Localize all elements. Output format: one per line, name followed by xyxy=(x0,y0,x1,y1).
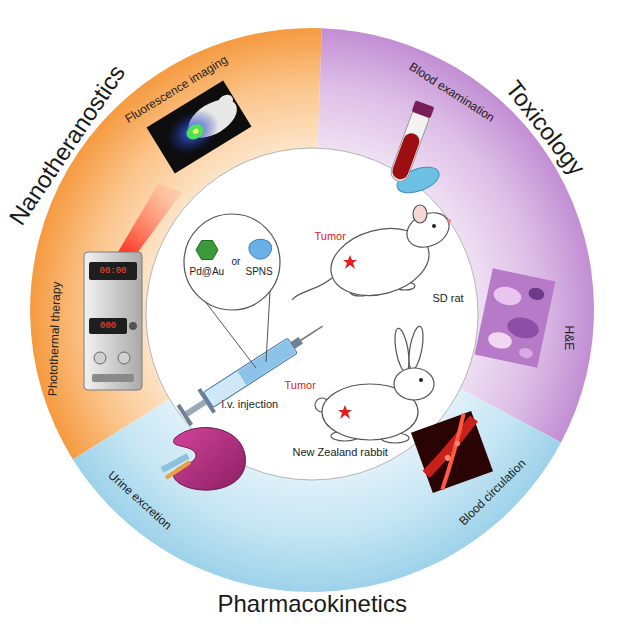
device-display: 000 xyxy=(100,321,116,331)
zoom-bubble xyxy=(184,214,280,368)
device-display: 00:00 xyxy=(100,266,127,276)
sector-heading: Pharmacokinetics xyxy=(218,591,407,617)
syringe xyxy=(176,314,331,427)
rabbit-illustration xyxy=(315,325,434,443)
tumor-label: Tumor xyxy=(285,379,316,392)
material-label: or xyxy=(232,256,241,268)
animal-label: SD rat xyxy=(433,292,464,305)
rat-illustration xyxy=(292,205,455,306)
laser-beam xyxy=(118,184,182,252)
material-label: SPNS xyxy=(246,266,273,278)
he-stain-image xyxy=(475,268,556,367)
blood-vessel-image xyxy=(411,411,493,493)
blood-tube xyxy=(388,100,443,198)
tumor-mark xyxy=(343,255,357,269)
kidney-illustration xyxy=(162,428,245,491)
route-label: i.v. injection xyxy=(222,398,279,411)
animal-label: New Zealand rabbit xyxy=(293,446,388,459)
tumor-label: Tumor xyxy=(315,230,346,243)
material-label: Pd@Au xyxy=(190,266,225,278)
section-item: H&E xyxy=(561,325,575,350)
tumor-mark xyxy=(338,405,352,419)
sector-heading-box: Pharmacokinetics xyxy=(216,591,409,617)
laser-device xyxy=(84,252,142,390)
